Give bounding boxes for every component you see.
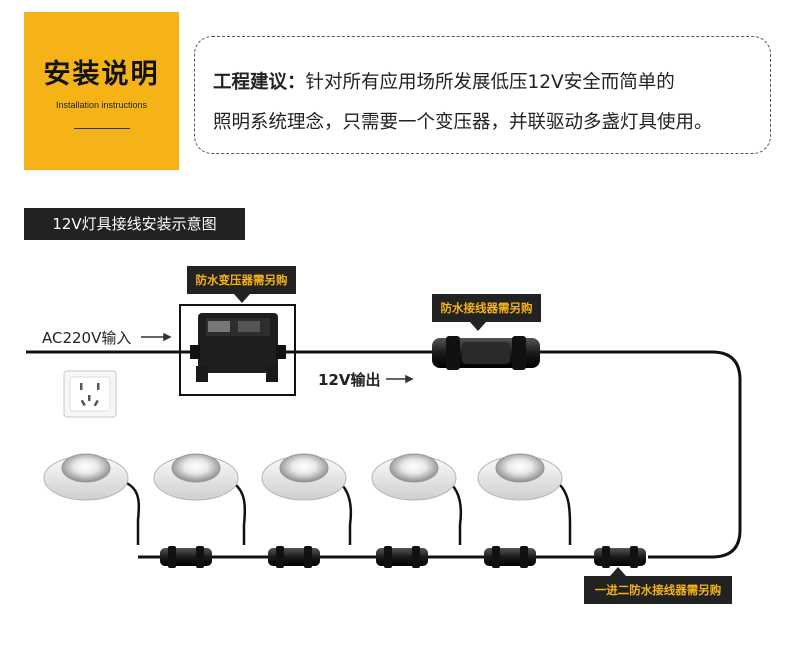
advice-box: 工程建议：针对所有应用场所发展低压12V安全而简单的 照明系统理念，只需要一个变… — [194, 36, 771, 154]
splitter-4 — [484, 546, 536, 568]
arrows — [141, 332, 414, 384]
advice-line-1: 工程建议：针对所有应用场所发展低压12V安全而简单的 — [213, 63, 752, 103]
page-title: 安装说明 — [43, 59, 160, 90]
title-divider — [74, 128, 130, 129]
transformer-tag: 防水变压器需另购 — [187, 266, 296, 294]
power-socket-icon — [63, 370, 117, 418]
main-connector — [432, 336, 540, 370]
advice-line-1-text: 针对所有应用场所发展低压12V安全而简单的 — [305, 72, 675, 93]
splitter-tag-pointer — [610, 567, 626, 576]
diagram-heading: 12V灯具接线安装示意图 — [24, 208, 245, 240]
lamp-1 — [43, 453, 129, 501]
splitters — [160, 546, 646, 568]
lamp-5 — [477, 453, 563, 501]
title-block: 安装说明 Installation instructions — [24, 12, 179, 170]
splitter-5 — [594, 546, 646, 568]
input-label: AC220V输入 — [42, 329, 132, 347]
output-wire — [540, 350, 742, 559]
splitter-3 — [376, 546, 428, 568]
lamp-wire-5 — [553, 478, 572, 545]
advice-label: 工程建议： — [213, 72, 306, 93]
transformer-tag-pointer — [234, 294, 250, 303]
output-label: 12V输出 — [318, 371, 381, 389]
lamp-4 — [371, 453, 457, 501]
advice-line-2: 照明系统理念，只需要一个变压器，并联驱动多盏灯具使用。 — [213, 112, 713, 133]
page-subtitle: Installation instructions — [55, 100, 148, 110]
transformer-frame — [179, 304, 296, 396]
lamp-3 — [261, 453, 347, 501]
connector-tag: 防水接线器需另购 — [432, 294, 541, 322]
lamp-2 — [153, 453, 239, 501]
splitter-tag: 一进二防水接线器需另购 — [584, 576, 732, 604]
splitter-1 — [160, 546, 212, 568]
lamps — [43, 453, 563, 501]
connector-tag-pointer — [470, 322, 486, 331]
splitter-2 — [268, 546, 320, 568]
transformer — [190, 313, 286, 382]
